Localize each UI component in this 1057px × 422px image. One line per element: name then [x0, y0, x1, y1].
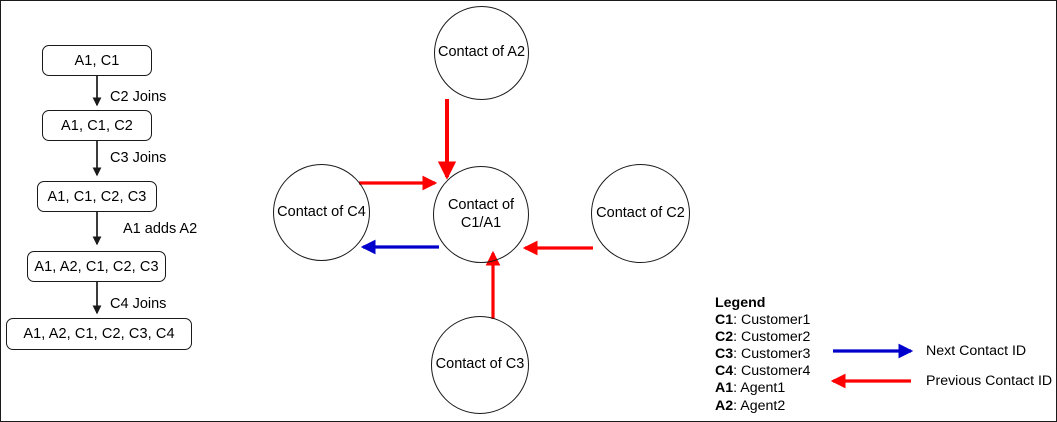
- graph-node-contact-of-c4: Contact of C4: [273, 164, 370, 261]
- legend-entry-key: C4: [715, 363, 734, 380]
- flow-box-state-3: A1, C1, C2, C3: [37, 181, 157, 212]
- flow-box-state-2: A1, C1, C2: [42, 110, 152, 141]
- graph-node-label-line1: Contact of C2: [596, 204, 685, 221]
- graph-node-label-line2: C1/A1: [460, 214, 502, 231]
- legend-entry-c3: C3: Customer3: [715, 346, 810, 363]
- flow-edge-label-1: C2 Joins: [110, 89, 167, 105]
- legend-title: Legend: [715, 295, 766, 311]
- legend-entry-key: A2: [715, 397, 734, 414]
- legend-entry-value: Customer4: [741, 363, 811, 380]
- legend-entry-c2: C2: Customer2: [715, 329, 810, 346]
- flow-box-label: A1, C1, C2: [61, 117, 133, 134]
- graph-node-label-line1: Contact of: [447, 197, 515, 214]
- legend-entry-sep: :: [733, 329, 742, 346]
- legend-entry-value: Customer1: [741, 312, 811, 329]
- graph-node-contact-of-c2: Contact of C2: [591, 164, 690, 263]
- legend-label-next-contact-id: Next Contact ID: [926, 343, 1027, 359]
- legend-entry-sep: :: [733, 363, 742, 380]
- legend-entry-a2: A2: Agent2: [715, 398, 810, 415]
- legend-entry-value: Agent1: [740, 380, 786, 397]
- graph-node-label-line1: Contact of A2: [437, 44, 526, 61]
- legend-entry-sep: :: [733, 346, 742, 363]
- flow-box-label: A1, A2, C1, C2, C3: [34, 258, 159, 275]
- legend-entry-sep: :: [733, 397, 741, 414]
- flow-edge-label-3: A1 adds A2: [123, 221, 198, 237]
- legend-entry-value: Customer3: [741, 346, 811, 363]
- legend-entry-c1: C1: Customer1: [715, 312, 810, 329]
- flow-box-label: A1, A2, C1, C2, C3, C4: [23, 326, 175, 342]
- legend: Legend C1: Customer1 C2: Customer2 C3: C…: [715, 295, 810, 415]
- legend-entry-value: Customer2: [741, 329, 811, 346]
- legend-entry-key: C3: [715, 346, 734, 363]
- graph-node-contact-of-c3: Contact of C3: [431, 316, 529, 414]
- flow-box-label: A1, C1, C2, C3: [47, 188, 147, 205]
- flow-box-state-1: A1, C1: [42, 45, 152, 76]
- flow-box-label: A1, C1: [74, 52, 120, 69]
- graph-node-contact-of-a2: Contact of A2: [434, 6, 529, 100]
- legend-entry-a1: A1: Agent1: [715, 380, 810, 397]
- flow-edge-label-4: C4 Joins: [110, 296, 167, 312]
- legend-label-previous-contact-id: Previous Contact ID: [926, 373, 1053, 389]
- legend-entry-sep: :: [733, 312, 742, 329]
- flow-box-state-4: A1, A2, C1, C2, C3: [27, 251, 166, 282]
- flow-edge-label-2: C3 Joins: [110, 150, 167, 166]
- legend-entry-c4: C4: Customer4: [715, 363, 810, 380]
- legend-entry-key: C2: [715, 329, 734, 346]
- graph-node-label-line1: Contact of C4: [277, 203, 366, 220]
- legend-entry-sep: :: [733, 380, 741, 397]
- flow-box-state-5: A1, A2, C1, C2, C3, C4: [6, 318, 192, 350]
- graph-node-contact-of-c1-a1: Contact of C1/A1: [433, 166, 529, 263]
- legend-entry-key: C1: [715, 312, 734, 329]
- graph-node-label-line1: Contact of C3: [435, 356, 525, 373]
- legend-entry-key: A1: [715, 380, 734, 397]
- legend-entry-value: Agent2: [740, 397, 786, 414]
